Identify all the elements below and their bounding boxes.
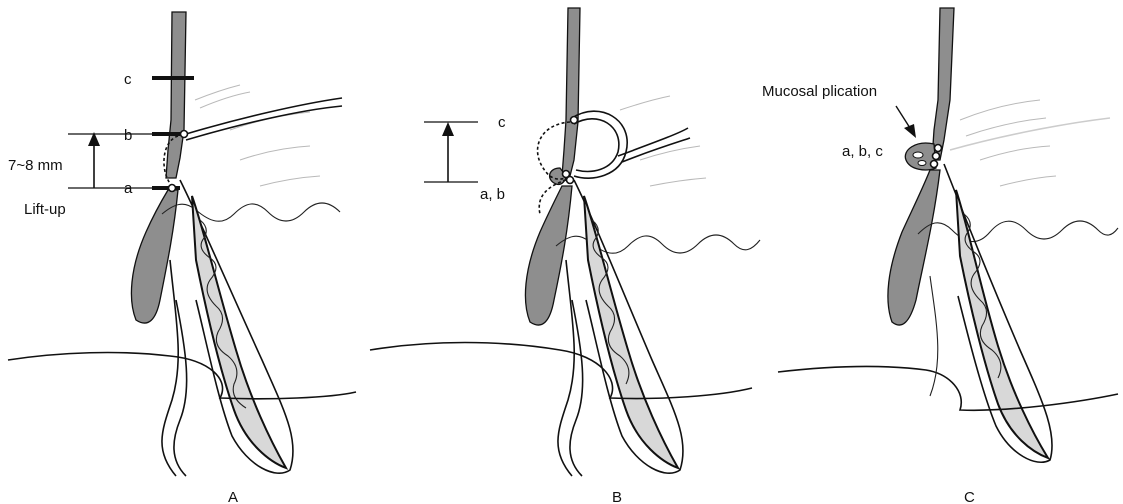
background-shading: [620, 96, 706, 186]
ground-line: [778, 366, 1118, 410]
ground-line: [370, 343, 752, 399]
upper-tube: [562, 8, 580, 176]
panel-b: c a, b B: [370, 8, 760, 504]
lower-bulb: [525, 186, 572, 325]
panel-label-b: B: [612, 489, 622, 504]
horizontal-tube-lower: [186, 106, 342, 140]
point-label-abc: a, b, c: [842, 143, 883, 160]
horizontal-tube: [186, 98, 342, 134]
mesh-structure: [584, 196, 678, 468]
panel-c: Mucosal plication a, b, c C: [762, 8, 1118, 504]
panel-label-a: A: [228, 489, 238, 504]
lower-bulb: [131, 190, 178, 323]
wavy-line: [918, 221, 1118, 242]
lower-bulb: [888, 170, 940, 325]
lower-loop-inner: [570, 300, 583, 476]
wavy-line: [162, 203, 340, 221]
upper-tube: [166, 12, 186, 178]
suture-point-b: [933, 153, 940, 160]
horizontal-tube: [950, 118, 1110, 150]
upper-tube: [932, 8, 954, 160]
distance-label: 7~8 mm: [8, 157, 63, 174]
inner-contour: [930, 276, 938, 396]
background-shading: [195, 85, 320, 186]
suture-point-c: [571, 117, 578, 124]
lower-loop: [162, 260, 178, 476]
suture-point-a: [931, 161, 938, 168]
panel-label-c: C: [964, 489, 975, 504]
lift-up-label: Lift-up: [24, 201, 66, 218]
ground-line: [8, 353, 356, 399]
point-label-ab: a, b: [480, 186, 505, 203]
callout-arrow: [896, 106, 916, 138]
suture-point-a: [169, 185, 176, 192]
mucosal-plication-label: Mucosal plication: [762, 83, 877, 100]
point-label-c: c: [498, 114, 506, 131]
point-label-c: c: [124, 71, 132, 88]
lift-up-arrow: [442, 122, 454, 182]
lower-loop: [558, 260, 574, 476]
suture-point-b: [181, 131, 188, 138]
point-label-a: a: [124, 180, 133, 197]
suture-loop-inner: [574, 119, 619, 172]
suture-point-c: [935, 145, 942, 152]
lower-loop-inner: [174, 300, 187, 476]
suture-point-b: [567, 177, 574, 184]
lift-up-arrow: [88, 132, 100, 188]
panel-a: c b a 7~8 mm Lift-up A: [8, 12, 356, 504]
point-label-b: b: [124, 127, 132, 144]
